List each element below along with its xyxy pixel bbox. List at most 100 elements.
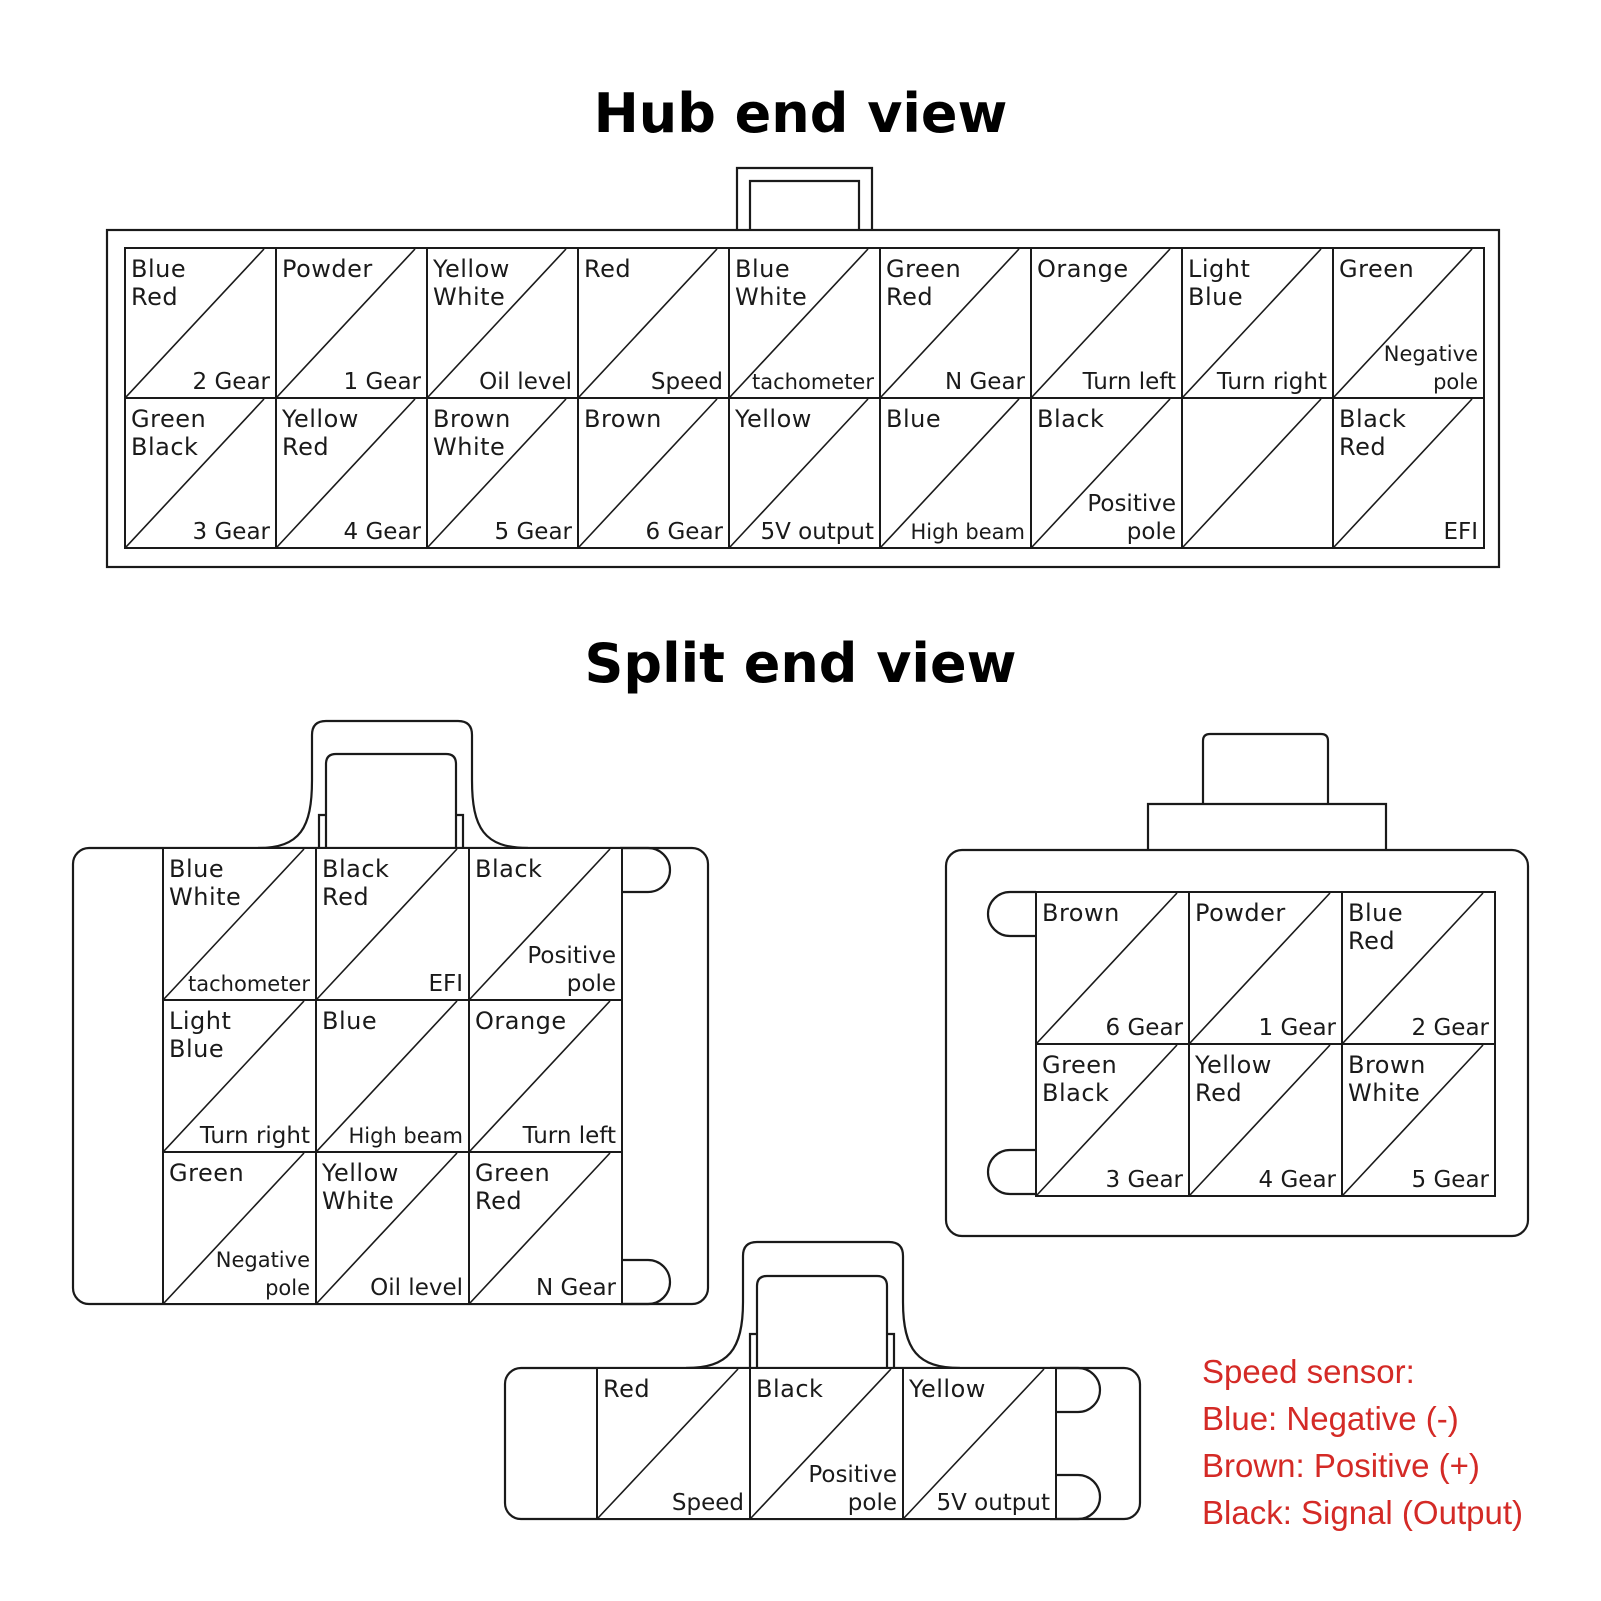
hub-end-view-title: Hub end view — [593, 82, 1008, 145]
wire-color-label: Brown — [1042, 899, 1120, 927]
pin-function-label: Turn left — [1082, 369, 1176, 395]
pin-cell-divider — [125, 398, 265, 548]
pin-cell-border — [1030, 397, 1183, 549]
pin-cell-divider — [880, 398, 1020, 548]
pin-cell-divider — [1031, 248, 1171, 398]
pin-cell-border — [426, 247, 579, 399]
pin-function-label: Turn right — [199, 1123, 310, 1149]
pin-cell-border — [1332, 397, 1485, 549]
pin-function-label: Turn right — [1216, 369, 1327, 395]
speed-sensor-legend: Speed sensor: Blue: Negative (-) Brown: … — [1202, 1348, 1523, 1536]
wire-color-label: Black — [1042, 1079, 1109, 1107]
pin-cell-border — [1332, 247, 1485, 399]
wire-color-label: Green — [131, 405, 206, 433]
pin-cell-divider — [1031, 398, 1171, 548]
wire-color-label: Blue — [322, 1007, 377, 1035]
pin-cell-divider — [1182, 398, 1322, 548]
pin-cell-divider — [1342, 1044, 1484, 1196]
pin-function-label: pole — [1433, 370, 1478, 394]
pin-cell-divider — [1036, 1044, 1178, 1196]
pin-function-label: 2 Gear — [193, 369, 271, 395]
pin-function-label: High beam — [910, 520, 1025, 544]
pin-cell-divider — [578, 248, 718, 398]
pin-function-label: 2 Gear — [1412, 1015, 1490, 1041]
pin-cell-border — [315, 847, 470, 1001]
wire-color-label: White — [433, 433, 505, 461]
wire-color-label: Yellow — [908, 1375, 986, 1403]
pin-function-label: tachometer — [752, 370, 874, 394]
pin-function-label: pole — [567, 971, 616, 997]
pin-cell-border — [468, 847, 623, 1001]
wire-color-label: Red — [282, 433, 329, 461]
wire-color-label: Orange — [1037, 255, 1129, 283]
wire-color-label: Yellow — [734, 405, 812, 433]
pin-function-label: 4 Gear — [344, 519, 422, 545]
pin-cell-border — [879, 247, 1032, 399]
pin-function-label: Speed — [651, 369, 723, 395]
wire-color-label: Blue — [169, 855, 224, 883]
pin-cell-divider — [316, 1152, 458, 1304]
wire-color-label: Red — [475, 1187, 522, 1215]
split-left-pin-grid: BlueWhitetachometerBlackRedEFIBlackPosit… — [162, 847, 623, 1305]
pin-cell-border — [1181, 397, 1334, 549]
pin-function-label: tachometer — [188, 972, 310, 996]
pin-cell-border — [275, 247, 428, 399]
pin-function-label: 4 Gear — [1259, 1167, 1337, 1193]
pin-cell-divider — [729, 248, 869, 398]
wire-color-label: Green — [886, 255, 961, 283]
split-right-connector-housing — [944, 732, 1530, 1238]
wire-color-label: Blue — [1348, 899, 1403, 927]
wire-color-label: Red — [886, 283, 933, 311]
pin-cell-divider — [276, 398, 416, 548]
pin-cell-divider — [880, 248, 1020, 398]
pin-function-label: 1 Gear — [344, 369, 422, 395]
wire-color-label: Black — [131, 433, 198, 461]
wire-color-label: Red — [131, 283, 178, 311]
wire-color-label: Green — [475, 1159, 550, 1187]
wire-color-label: Green — [1042, 1051, 1117, 1079]
wire-color-label: Brown — [1348, 1051, 1426, 1079]
pin-function-label: Negative — [216, 1248, 310, 1272]
wire-color-label: Black — [475, 855, 542, 883]
pin-cell-divider — [1333, 248, 1473, 398]
wire-color-label: Blue — [886, 405, 941, 433]
wire-color-label: White — [1348, 1079, 1420, 1107]
wire-color-label: Brown — [433, 405, 511, 433]
pin-cell-border — [162, 847, 317, 1001]
wire-color-label: Black — [1339, 405, 1406, 433]
pin-function-label: 3 Gear — [1106, 1167, 1184, 1193]
pin-cell — [1181, 397, 1334, 549]
pin-cell-divider — [316, 1000, 458, 1152]
wire-color-label: Yellow — [432, 255, 510, 283]
pin-cell-divider — [1189, 892, 1331, 1044]
pin-function-label: N Gear — [945, 369, 1026, 395]
wire-color-label: Blue — [735, 255, 790, 283]
pin-cell-divider — [578, 398, 718, 548]
legend-heading: Speed sensor: — [1202, 1353, 1415, 1390]
pin-cell-border — [728, 397, 881, 549]
pin-function-label: Positive — [808, 1462, 897, 1488]
wire-color-label: Yellow — [321, 1159, 399, 1187]
pin-function-label: 1 Gear — [1259, 1015, 1337, 1041]
pin-function-label: Positive — [1087, 491, 1176, 517]
pin-function-label: pole — [265, 1276, 310, 1300]
wire-color-label: Yellow — [1194, 1051, 1272, 1079]
pin-cell-divider — [1189, 1044, 1331, 1196]
wire-color-label: Red — [584, 255, 631, 283]
